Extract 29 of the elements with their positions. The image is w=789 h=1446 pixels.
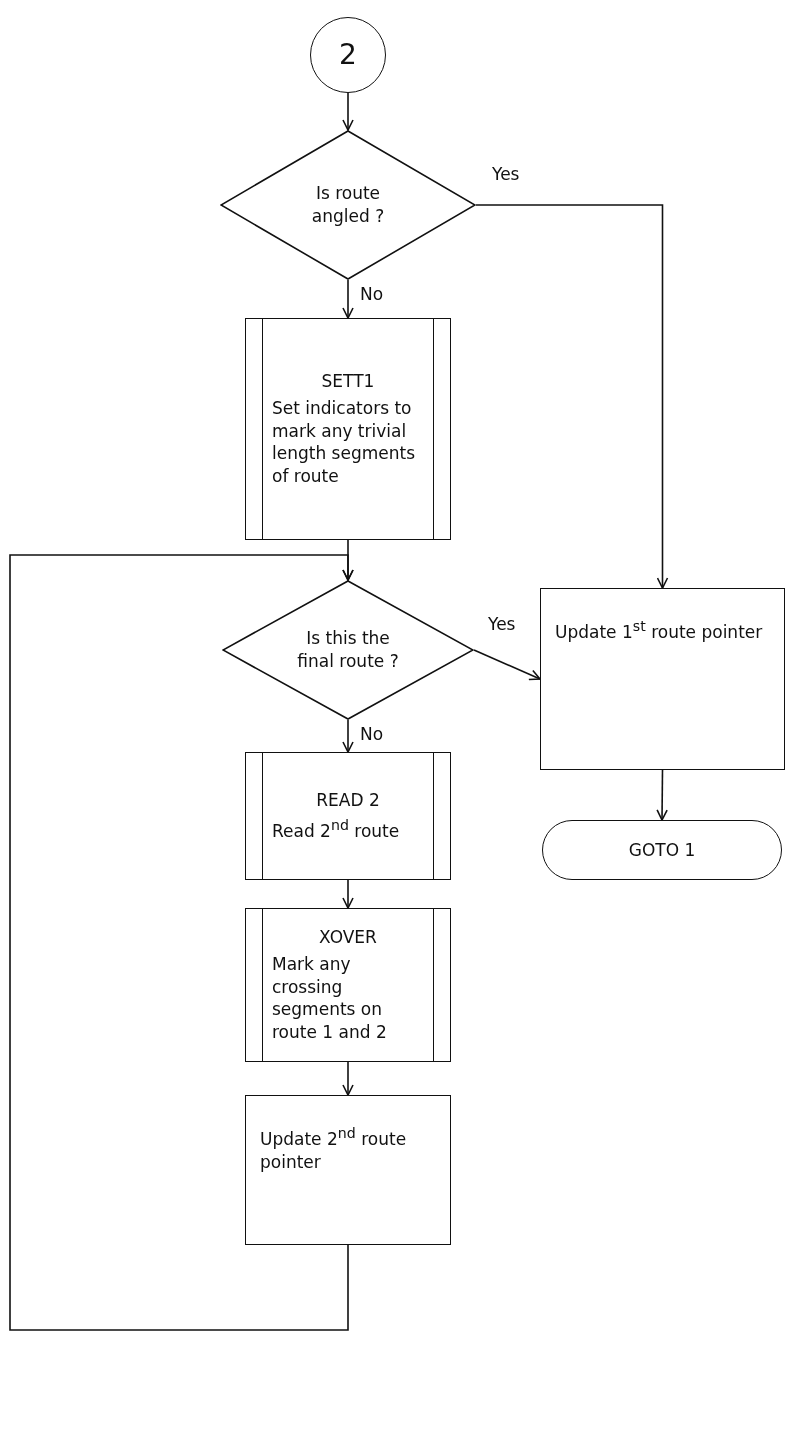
arrow: [9, 554, 354, 1331]
node-text: Read 2$^{nd}$ route: [272, 816, 400, 843]
arrow: [342, 719, 354, 753]
subroutine-box: [245, 318, 451, 540]
arrow: [342, 279, 354, 319]
routine-name: READ 2: [316, 789, 380, 813]
terminal-box: [542, 820, 782, 880]
decision-diamond: [222, 580, 474, 720]
node-text: Mark any crossing segments on route 1 and 2: [272, 952, 388, 1045]
subroutine-box: [245, 752, 451, 880]
decision-diamond: [220, 130, 476, 280]
routine-name: XOVER: [319, 925, 377, 949]
arrow: [342, 879, 354, 909]
arrow: [473, 649, 541, 681]
node-text: Is route angled ?: [310, 182, 386, 228]
arrow: [475, 204, 669, 589]
arrow: [656, 769, 668, 821]
arrow: [342, 1061, 354, 1096]
node-text: 2: [339, 37, 357, 74]
node-text: Is this the final route ?: [296, 627, 400, 673]
node-text: GOTO 1: [628, 838, 696, 862]
routine-name: SETT1: [321, 369, 375, 393]
node-text: Update 1$^{st}$ route pointer: [555, 617, 763, 644]
arrow: [342, 92, 354, 131]
node-text: Set indicators to mark any trivial length segments of route: [272, 396, 416, 489]
process-box: [540, 588, 785, 770]
process-box: [245, 1095, 451, 1245]
node-text: Update 2$^{nd}$ route pointer: [260, 1124, 408, 1174]
subroutine-box: [245, 908, 451, 1062]
